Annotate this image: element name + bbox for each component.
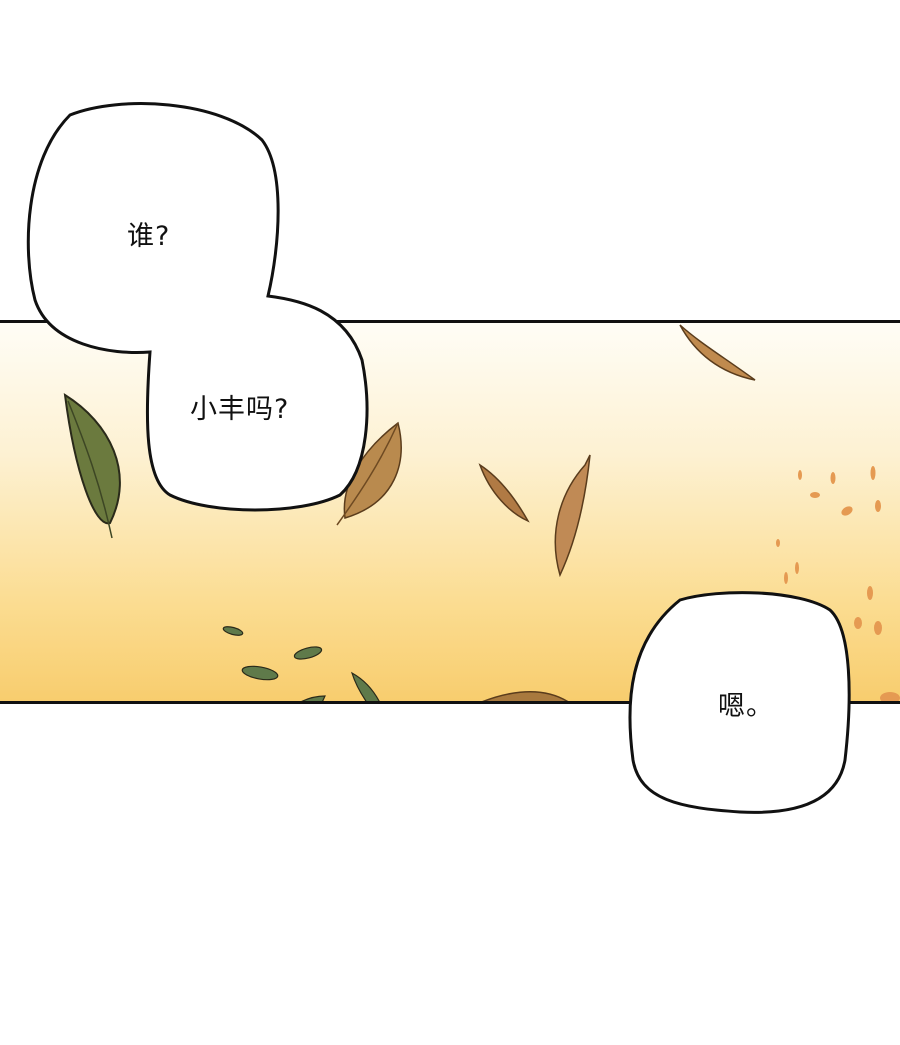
petals-icon [776, 466, 900, 701]
green-leaf-icon [63, 393, 121, 539]
falling-leaves-illustration [63, 324, 900, 701]
brown-leaf-icon [336, 421, 402, 526]
speech-bubble-single [628, 591, 851, 814]
bubble-3-text: 嗯。 [718, 691, 774, 722]
bubble-2-text: 小丰吗? [190, 394, 290, 425]
speech-bubble-double [26, 102, 369, 512]
bubble-1-text: 谁? [127, 221, 171, 252]
